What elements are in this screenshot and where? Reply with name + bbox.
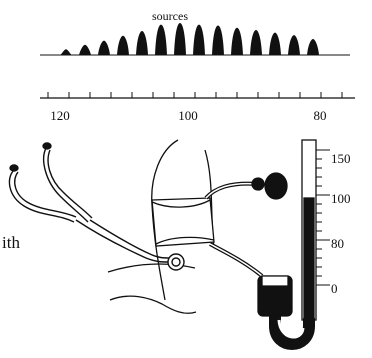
inflation-bulb (265, 173, 287, 199)
stethoscope-earpiece-left-inner (15, 172, 76, 217)
manometer-label-80: 80 (331, 236, 344, 251)
stethoscope-earpiece-right (44, 148, 88, 222)
side-text: ith (2, 233, 20, 252)
manometer-label-100: 100 (331, 191, 351, 206)
mercury-manometer: 150 100 80 0 (258, 140, 351, 344)
waveform-pulse (98, 41, 110, 55)
manometer-label-0: 0 (331, 281, 338, 296)
earpiece-tip-1 (10, 165, 18, 171)
waveform-pulses (60, 23, 319, 55)
scale-label-120: 120 (50, 108, 70, 123)
waveform-pulse (155, 25, 167, 55)
waveform-pulse (117, 36, 129, 55)
pressure-scale: 120 100 80 (40, 92, 355, 123)
scale-ticks (48, 92, 342, 98)
scale-label-100: 100 (178, 108, 198, 123)
sound-waveform: sources (40, 9, 350, 55)
waveform-pulse (269, 33, 281, 55)
waveform-pulse (231, 28, 243, 55)
reservoir-cap (262, 276, 288, 286)
waveform-pulse (193, 25, 205, 55)
scale-label-80: 80 (314, 108, 327, 123)
manometer-label-150: 150 (331, 151, 351, 166)
waveform-pulse (288, 35, 300, 55)
waveform-pulse (79, 45, 91, 55)
earpiece-tip-2 (43, 143, 51, 149)
manometer-ticks (316, 150, 330, 285)
valve (252, 178, 264, 190)
waveform-pulse (250, 30, 262, 55)
stethoscope-earpiece-right-inner (48, 150, 92, 218)
waveform-pulse (212, 26, 224, 55)
waveform-pulse (307, 39, 319, 55)
mercury-column (304, 198, 314, 322)
waveform-pulse (174, 23, 186, 55)
arm-outline-bottom (110, 296, 196, 313)
waveform-pulse (136, 31, 148, 55)
waveform-label: sources (152, 9, 188, 23)
waveform-pulse (60, 49, 72, 55)
stethoscope-chestpiece (168, 254, 184, 270)
